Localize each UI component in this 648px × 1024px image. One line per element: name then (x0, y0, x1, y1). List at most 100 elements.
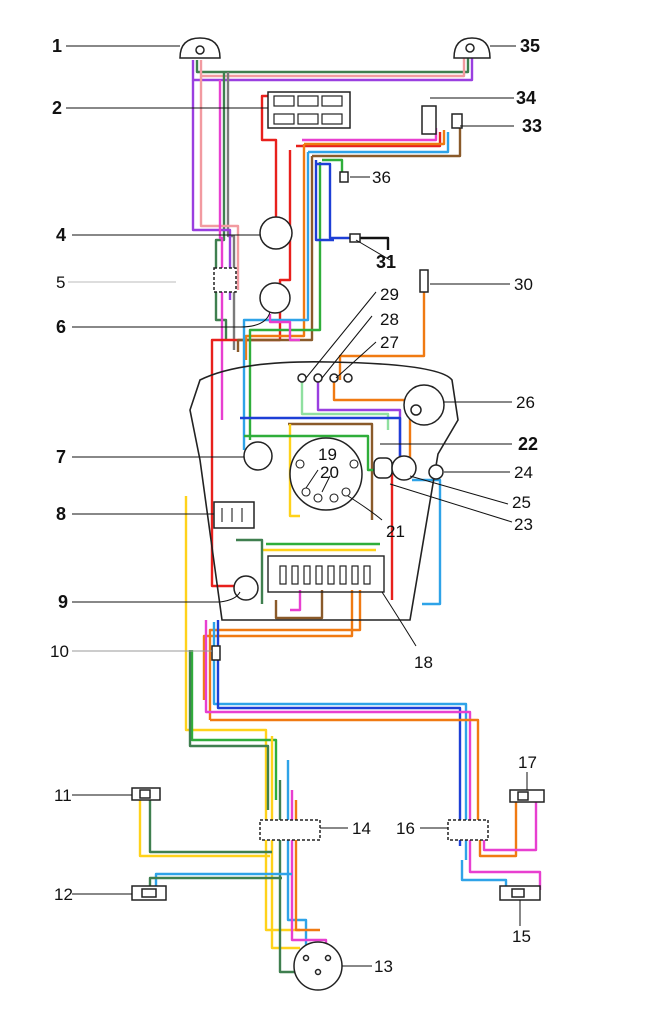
wire-11-yellow (138, 798, 270, 858)
wire-green-36 (322, 158, 344, 176)
switch-11-term (139, 789, 151, 799)
label-23: 23 (514, 515, 533, 534)
label-26: 26 (516, 393, 535, 412)
label-29: 29 (380, 285, 399, 304)
wire-rear13-darkgreen (278, 780, 300, 974)
wire-fuse-magenta (290, 590, 302, 612)
connector-5 (213, 267, 237, 293)
label-18: 18 (414, 653, 433, 672)
wire-17-magenta (482, 800, 538, 852)
wire-dash-blue (240, 416, 402, 456)
wire-bundle-blue (314, 160, 334, 242)
label-25: 25 (512, 493, 531, 512)
label-2: 2 (52, 98, 62, 118)
wire-12-blue (154, 872, 292, 890)
label-35: 35 (520, 36, 540, 56)
fuse-10 (211, 645, 221, 661)
label-4: 4 (56, 225, 66, 245)
wire-dash-lightgreen (300, 382, 390, 430)
leader-lines (66, 45, 528, 967)
label-12: 12 (54, 885, 73, 904)
wire-trunk-violet (191, 80, 232, 300)
lamp-24 (428, 464, 444, 480)
wire-black-31 (356, 236, 390, 250)
wire-15-magenta (468, 840, 542, 890)
label-11: 11 (54, 786, 72, 805)
wire-trunk-gray (226, 72, 236, 350)
wire-bundle-green (248, 162, 322, 440)
label-28: 28 (380, 310, 399, 329)
wire-orange-34 (304, 130, 446, 146)
label-8: 8 (56, 504, 66, 524)
label-34: 34 (516, 88, 536, 108)
label-16: 16 (396, 819, 415, 838)
lamp-27 (329, 373, 339, 383)
label-21: 21 (386, 522, 405, 541)
label-13: 13 (374, 957, 393, 976)
label-6: 6 (56, 317, 66, 337)
wire-top-green (195, 58, 470, 74)
wire-fuse-brown (274, 590, 324, 620)
wire-bundle-brown (236, 156, 314, 352)
label-7: 7 (56, 447, 66, 467)
connector-14 (259, 819, 321, 841)
lamp-29 (297, 373, 307, 383)
label-22: 22 (518, 434, 538, 454)
wire-rear13-yellow (270, 736, 300, 950)
horn-6 (259, 282, 291, 314)
wire-blue-31 (316, 162, 350, 240)
indicator-30 (419, 269, 429, 293)
wire-rear-lightblue (212, 622, 468, 860)
gauge-26 (403, 384, 445, 426)
wire-bundle-orange (244, 144, 306, 360)
wire-rear-magenta (204, 620, 472, 840)
components (131, 37, 545, 991)
wire-rear-darkgreen (188, 650, 270, 810)
wire-rear-blue (216, 620, 462, 846)
lamp-27b (343, 373, 353, 383)
label-1: 1 (52, 36, 62, 56)
wire-12-darkgreen (148, 876, 282, 890)
wire-harness (138, 58, 542, 974)
switch-33 (451, 113, 463, 129)
connector-8 (213, 501, 255, 529)
connector-16 (447, 819, 489, 841)
wire-bundle-lightblue (242, 152, 310, 450)
wire-blue-34 (308, 132, 450, 154)
relay-22 (373, 457, 393, 479)
lamp-7 (243, 441, 273, 471)
label-14: 14 (352, 819, 371, 838)
label-17: 17 (518, 753, 537, 772)
label-10: 10 (50, 642, 69, 661)
label-9: 9 (58, 592, 68, 612)
lamp-28 (313, 373, 323, 383)
switch-31 (349, 233, 361, 243)
wire-trunk-magenta (218, 80, 224, 420)
label-15: 15 (512, 927, 531, 946)
wire-top-pink (199, 58, 466, 78)
wire-magenta-34 (302, 128, 438, 142)
ignition-9 (233, 575, 259, 601)
label-27: 27 (380, 333, 399, 352)
wire-11-darkgreen (148, 798, 272, 854)
wire-fuse-darkgreen (236, 538, 264, 604)
labels: 1 35 2 34 33 36 4 31 5 30 29 28 6 27 26 … (50, 36, 542, 976)
label-33: 33 (522, 116, 542, 136)
wire-dash-brown (288, 422, 374, 520)
wire-rear-yellow (184, 496, 300, 932)
label-36: 36 (372, 168, 391, 187)
wire-rear13-orange (294, 800, 320, 932)
wire-rear-green (190, 650, 278, 800)
wire-top-violet (191, 58, 474, 82)
label-31: 31 (376, 252, 396, 272)
wire-dash-magenta (268, 314, 300, 342)
label-20: 20 (320, 463, 339, 482)
wire-fuse-blue (412, 478, 442, 606)
switch-36 (339, 171, 349, 183)
switch-25 (391, 455, 417, 481)
wire-15-lightblue (460, 860, 508, 890)
relay-34 (421, 105, 437, 135)
wire-red-2 (296, 132, 442, 148)
horn-4 (259, 216, 293, 250)
